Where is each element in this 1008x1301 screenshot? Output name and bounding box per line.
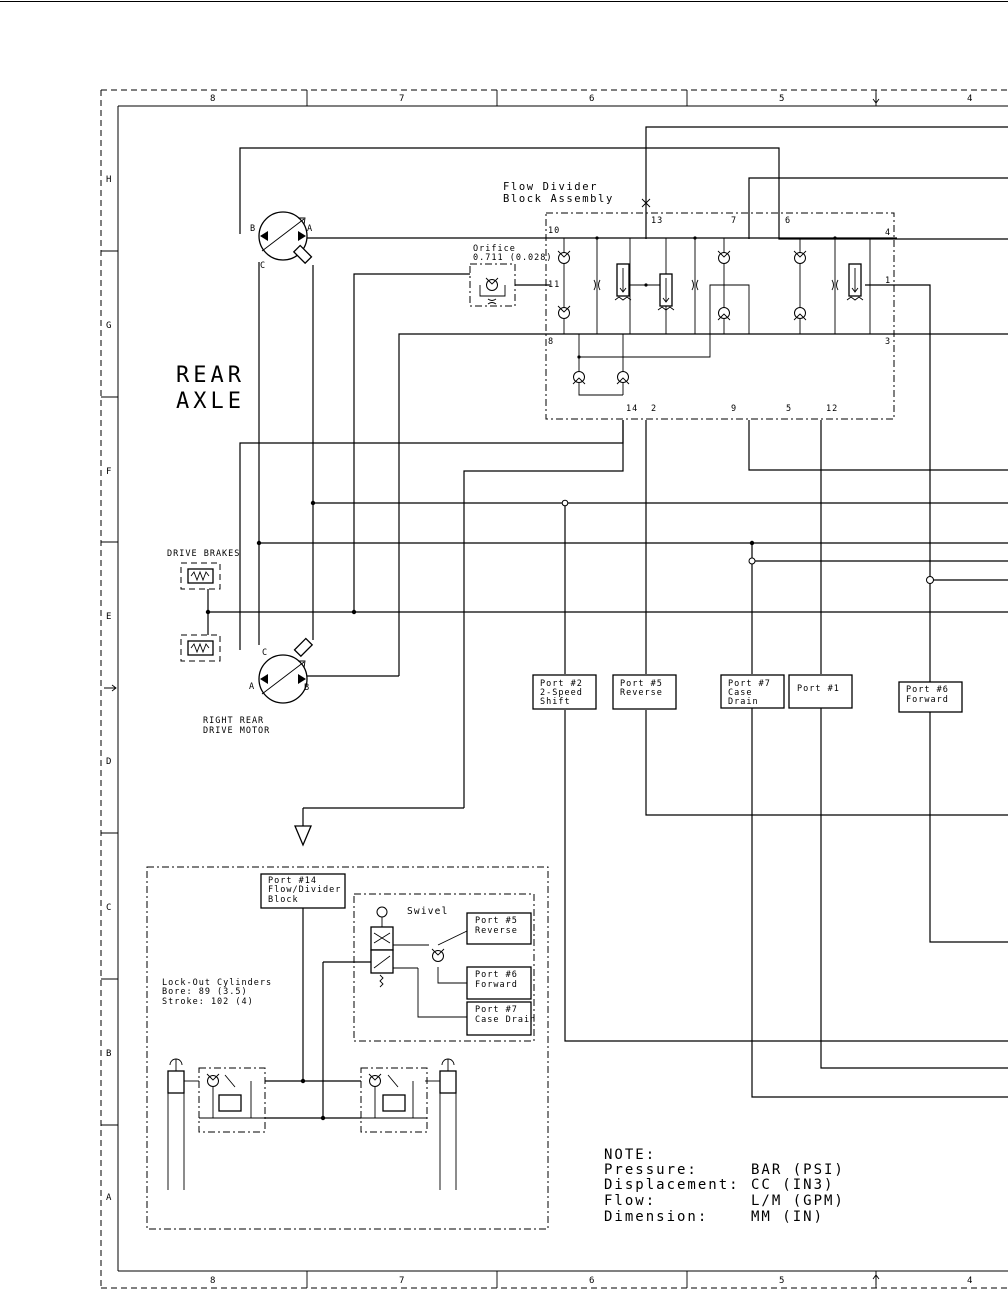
fd-port: 11 bbox=[548, 280, 560, 290]
port-5-label: Port #5 bbox=[620, 679, 663, 689]
orifice: Orifice 0.711 (0.028) bbox=[469, 244, 553, 307]
port-2-desc-2: Shift bbox=[540, 697, 571, 707]
rear-axle-label-2: AXLE bbox=[176, 389, 245, 414]
port-14-label: Port #14 bbox=[268, 876, 317, 886]
note-row-label: Displacement: bbox=[604, 1177, 740, 1193]
note-row-label: Flow: bbox=[604, 1193, 656, 1209]
row-label: F bbox=[106, 467, 111, 477]
fd-port: 14 bbox=[626, 404, 638, 414]
note-row-label: Pressure: bbox=[604, 1162, 698, 1178]
drive-brakes: DRIVE BRAKES bbox=[167, 549, 240, 662]
port-14-desc-2: Block bbox=[268, 895, 299, 905]
port-7-desc-2: Drain bbox=[728, 697, 759, 707]
lockout-bore: Bore: 89 (3.5) bbox=[162, 987, 248, 997]
swivel-port-5-desc: Reverse bbox=[475, 926, 518, 936]
motor-port-a: A bbox=[307, 224, 313, 234]
col-label: 4 bbox=[967, 94, 972, 104]
port-1-label: Port #1 bbox=[797, 684, 840, 694]
row-label: A bbox=[106, 1193, 112, 1203]
motor-port-c: C bbox=[262, 648, 268, 658]
motor-port-a: A bbox=[249, 682, 255, 692]
port-6-label: Port #6 bbox=[906, 685, 949, 695]
fd-port: 9 bbox=[731, 404, 737, 414]
swivel-port-7-desc: Case Drain bbox=[475, 1015, 536, 1025]
right-rear-drive-motor: C A B RIGHT REAR DRIVE MOTOR bbox=[203, 637, 399, 736]
lockout-assembly: Port #14 Flow/Divider Block Swivel Port … bbox=[146, 866, 549, 1230]
row-label: H bbox=[106, 175, 111, 185]
lockout-stroke: Stroke: 102 (4) bbox=[162, 997, 254, 1007]
note-row-value: MM (IN) bbox=[751, 1209, 824, 1225]
note-row-label: Dimension: bbox=[604, 1209, 708, 1225]
orifice-label: Orifice bbox=[473, 244, 516, 254]
swivel-port-7-label: Port #7 bbox=[475, 1005, 518, 1015]
port-boxes: Port #2 2-Speed Shift Port #5 Reverse Po… bbox=[532, 674, 963, 713]
fd-port: 1 bbox=[885, 276, 891, 286]
note-row-value: CC (IN3) bbox=[751, 1177, 834, 1193]
flow-divider-title-1: Flow Divider bbox=[503, 181, 598, 193]
swivel-label: Swivel bbox=[407, 906, 449, 917]
fd-port: 5 bbox=[786, 404, 792, 414]
swivel-port-6-desc: Forward bbox=[475, 980, 518, 990]
orifice-size: 0.711 (0.028) bbox=[473, 253, 553, 263]
fd-port: 4 bbox=[885, 228, 891, 238]
row-label: D bbox=[106, 757, 111, 767]
hydraulic-lines bbox=[205, 126, 1008, 1098]
units-note: NOTE: Pressure: BAR (PSI) Displacement: … bbox=[604, 1147, 845, 1225]
left-rear-drive-motor: B A C bbox=[250, 211, 313, 271]
port-2-label: Port #2 bbox=[540, 679, 583, 689]
col-label: 6 bbox=[589, 94, 594, 104]
col-label: 7 bbox=[399, 1276, 404, 1286]
right-rear-motor-label-2: DRIVE MOTOR bbox=[203, 726, 270, 736]
fd-port: 3 bbox=[885, 337, 891, 347]
port-2-desc: 2-Speed bbox=[540, 688, 583, 698]
fd-port: 13 bbox=[651, 216, 663, 226]
row-label: E bbox=[106, 612, 111, 622]
port-14-desc: Flow/Divider bbox=[268, 885, 341, 895]
drive-brakes-label: DRIVE BRAKES bbox=[167, 549, 240, 559]
port-7-label: Port #7 bbox=[728, 679, 771, 689]
motor-port-b: B bbox=[304, 683, 310, 693]
col-label: 7 bbox=[399, 94, 404, 104]
port-7-desc: Case bbox=[728, 688, 752, 698]
col-label: 6 bbox=[589, 1276, 594, 1286]
note-row-value: L/M (GPM) bbox=[751, 1193, 845, 1209]
motor-port-c: C bbox=[260, 261, 266, 271]
flow-divider-title-2: Block Assembly bbox=[503, 193, 614, 205]
note-title: NOTE: bbox=[604, 1147, 656, 1163]
fd-port: 12 bbox=[826, 404, 838, 414]
port-5-desc: Reverse bbox=[620, 688, 663, 698]
col-label: 4 bbox=[967, 1276, 972, 1286]
note-row-value: BAR (PSI) bbox=[751, 1162, 845, 1178]
swivel-port-5-label: Port #5 bbox=[475, 916, 518, 926]
lockout-cylinders-label: Lock-Out Cylinders bbox=[162, 978, 272, 988]
row-label: G bbox=[106, 321, 111, 331]
row-label: B bbox=[106, 1049, 111, 1059]
fd-port: 6 bbox=[785, 216, 791, 226]
port-6-desc: Forward bbox=[906, 695, 949, 705]
col-label: 5 bbox=[779, 1276, 784, 1286]
right-rear-motor-label-1: RIGHT REAR bbox=[203, 716, 264, 726]
col-label: 8 bbox=[210, 94, 215, 104]
fd-port: 10 bbox=[548, 226, 560, 236]
fd-port: 2 bbox=[651, 404, 657, 414]
fd-port: 7 bbox=[731, 216, 737, 226]
row-label: C bbox=[106, 903, 111, 913]
flow-divider-block: Flow Divider Block Assembly 10 11 8 13 7… bbox=[503, 181, 895, 420]
drawing-frame bbox=[100, 89, 1008, 1289]
fd-port: 8 bbox=[548, 337, 554, 347]
rear-axle-label-1: REAR bbox=[176, 363, 245, 388]
col-label: 5 bbox=[779, 94, 784, 104]
swivel-port-6-label: Port #6 bbox=[475, 970, 518, 980]
motor-port-b: B bbox=[250, 224, 256, 234]
col-label: 8 bbox=[210, 1276, 215, 1286]
